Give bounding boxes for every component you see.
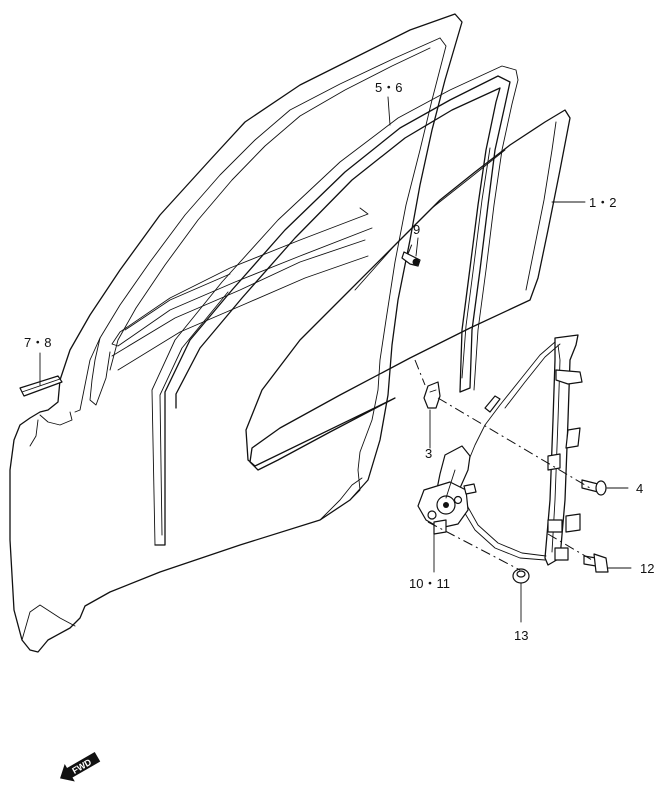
door-panel [9,13,463,653]
nut-part [512,568,530,584]
callout-run-channel: 5・6 [375,80,402,95]
callout-weatherstrip: 7・8 [24,335,51,350]
callout-regulator: 10・11 [409,576,450,591]
callout-clip: 9 [413,222,420,237]
assembly-guide-lines [407,243,593,571]
callout-bracket: 3 [425,446,432,461]
callout-glass: 1・2 [589,195,616,210]
window-regulator [417,334,583,566]
screw-part [581,479,607,496]
weatherstrip-part [19,375,63,397]
callout-bolt: 12 [640,561,654,576]
clip-part [401,251,421,267]
glass-run-channel [151,65,519,546]
leader-lines [39,96,632,623]
door-glass [245,109,571,471]
fwd-arrow-icon: FWD [60,751,101,782]
callout-screw: 4 [636,481,643,496]
bracket-part [423,381,441,409]
callout-nut: 13 [514,628,528,643]
bolt-part [583,553,609,573]
